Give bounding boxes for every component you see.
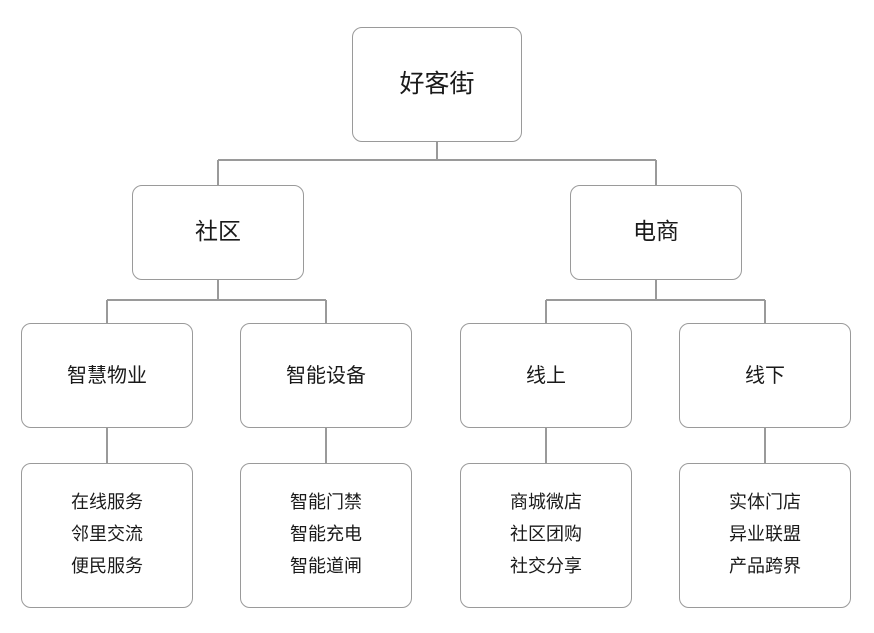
node-label-root: 好客街: [399, 69, 475, 99]
node-label-online: 线上: [526, 363, 566, 387]
node-label-offline: 线下: [745, 363, 785, 387]
node-root[interactable]: 好客街: [352, 27, 522, 142]
node-label-item: 在线服务: [71, 492, 143, 514]
node-label-item: 商城微店: [510, 492, 582, 514]
node-online[interactable]: 线上: [460, 323, 632, 428]
node-label-item: 异业联盟: [729, 524, 801, 546]
node-label-item: 社交分享: [510, 555, 582, 577]
node-offline[interactable]: 线下: [679, 323, 851, 428]
node-community[interactable]: 社区: [132, 185, 304, 280]
node-label-community: 社区: [195, 219, 241, 246]
node-smart-property[interactable]: 智慧物业: [21, 323, 193, 428]
node-label-smart-property: 智慧物业: [67, 363, 147, 387]
node-smart-devices[interactable]: 智能设备: [240, 323, 412, 428]
node-label-item: 邻里交流: [71, 524, 143, 546]
node-smart-property-items[interactable]: 在线服务 邻里交流 便民服务: [21, 463, 193, 608]
node-label-ecommerce: 电商: [633, 219, 679, 246]
node-online-items[interactable]: 商城微店 社区团购 社交分享: [460, 463, 632, 608]
node-label-item: 便民服务: [71, 555, 143, 577]
node-label-item: 智能充电: [290, 524, 362, 546]
node-offline-items[interactable]: 实体门店 异业联盟 产品跨界: [679, 463, 851, 608]
node-smart-devices-items[interactable]: 智能门禁 智能充电 智能道闸: [240, 463, 412, 608]
node-label-item: 智能门禁: [290, 492, 362, 514]
node-label-item: 产品跨界: [729, 555, 801, 577]
node-label-item: 智能道闸: [290, 555, 362, 577]
node-label-item: 实体门店: [729, 492, 801, 514]
node-label-item: 社区团购: [510, 524, 582, 546]
node-ecommerce[interactable]: 电商: [570, 185, 742, 280]
node-label-smart-devices: 智能设备: [286, 363, 366, 387]
